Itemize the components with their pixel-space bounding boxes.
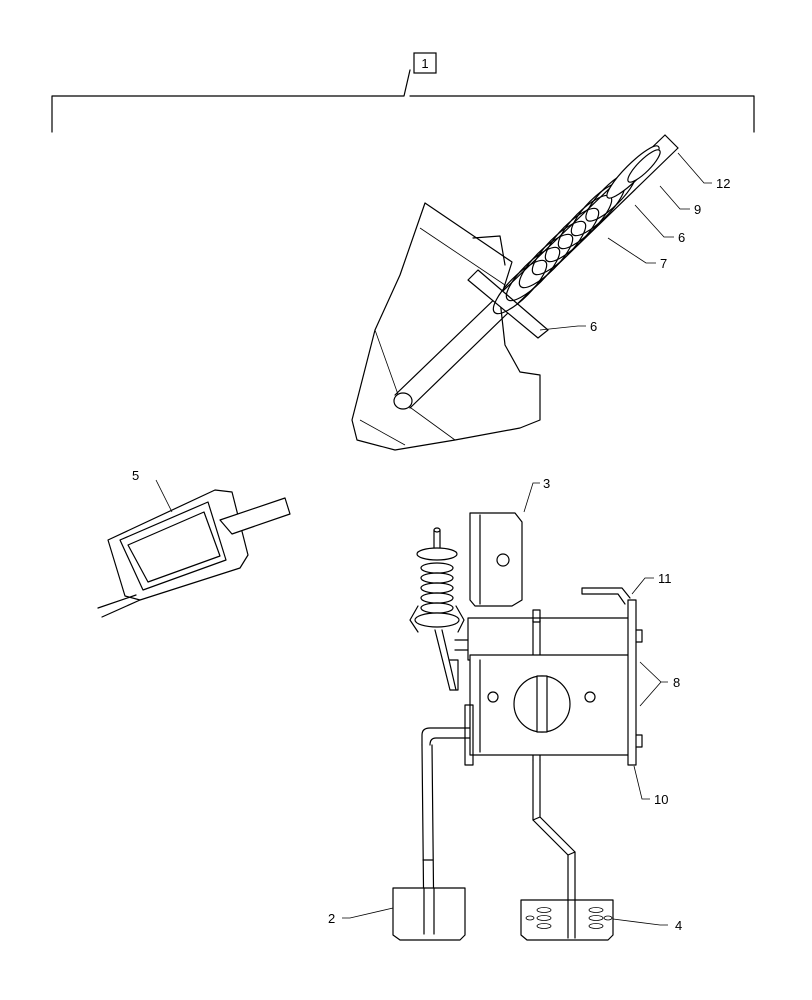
- assembly-bracket: 1: [51, 52, 755, 133]
- pedal-treads: [525, 907, 613, 929]
- callout-10: 10: [654, 792, 668, 807]
- callout-labels: 12 9 6 7 6 5 3 11 8 10 2 4: [132, 176, 730, 933]
- callout-6-upper: 6: [678, 230, 685, 245]
- callout-2: 2: [328, 911, 335, 926]
- callout-8: 8: [673, 675, 680, 690]
- callout-5: 5: [132, 468, 139, 483]
- return-spring-detail: [351, 134, 679, 451]
- callout-3: 3: [543, 476, 550, 491]
- switch-detail: [97, 489, 291, 618]
- callout-11: 11: [658, 571, 672, 586]
- callout-4: 4: [675, 918, 682, 933]
- callout-7: 7: [660, 256, 667, 271]
- callout-6-lower: 6: [590, 319, 597, 334]
- pedal-assembly: [392, 512, 643, 941]
- leader-lines: [155, 152, 712, 926]
- callout-9: 9: [694, 202, 701, 217]
- assembly-label: 1: [421, 56, 428, 71]
- callout-12: 12: [716, 176, 730, 191]
